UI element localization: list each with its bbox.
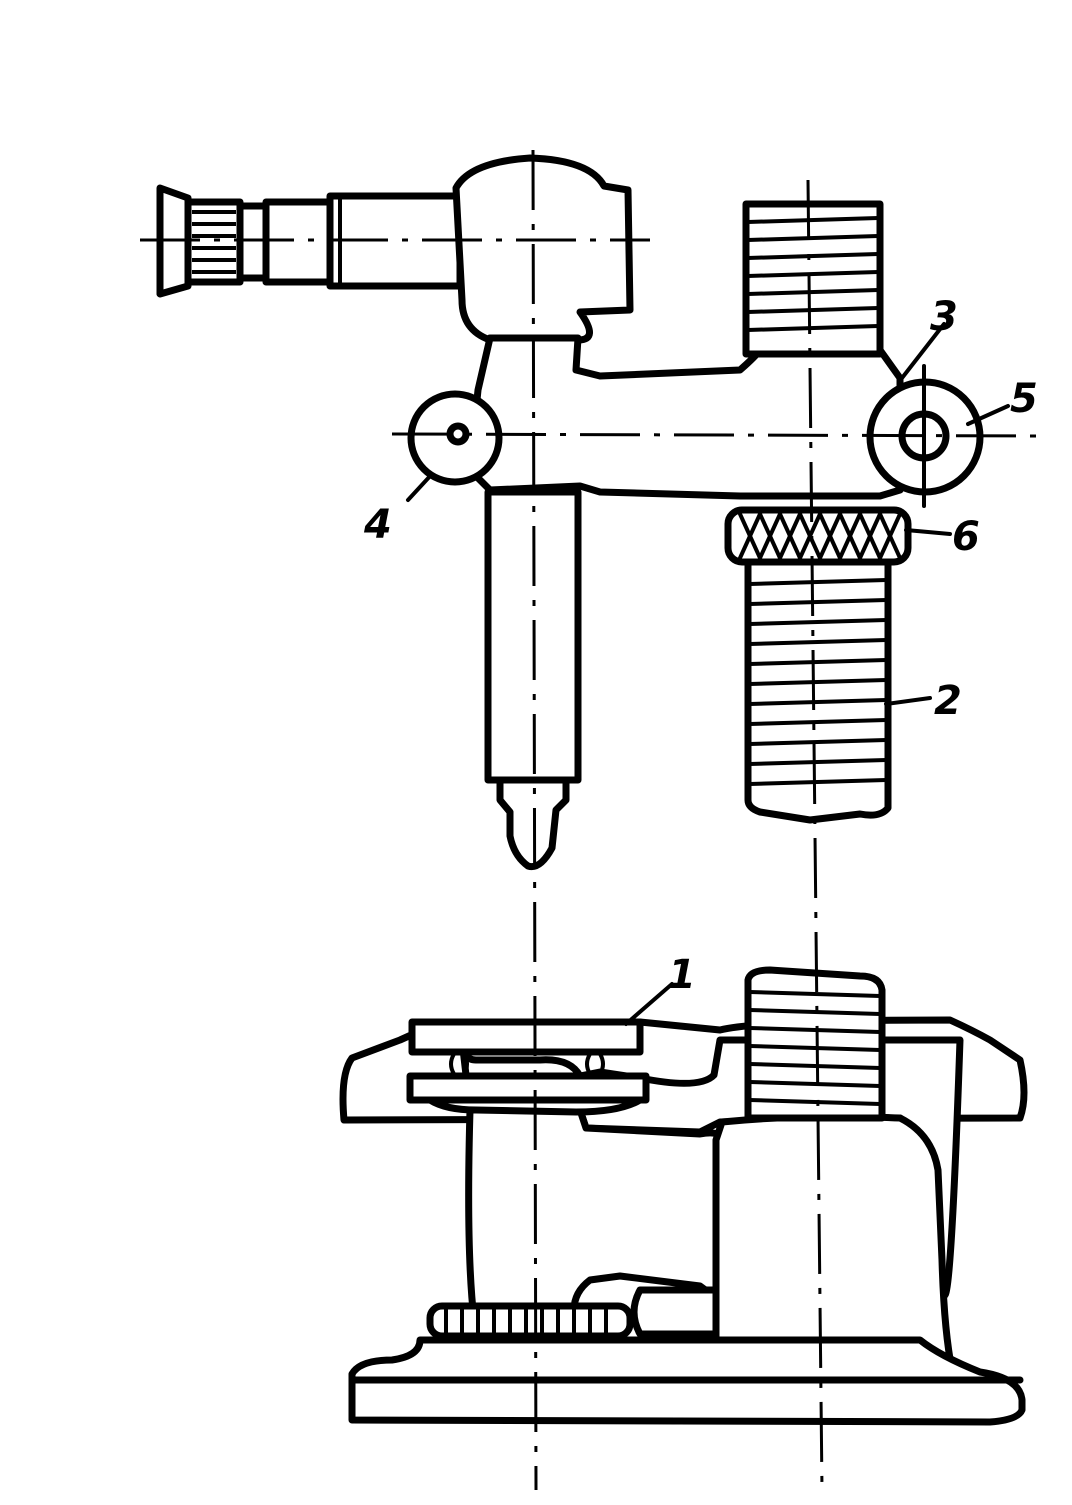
eyepiece: [156, 184, 464, 298]
center-lines: [140, 149, 1051, 1491]
knurled-nut-6: [724, 506, 912, 566]
stage-table-1: [406, 1018, 650, 1116]
label-part-3: 3: [930, 294, 958, 340]
upper-assembly: [156, 154, 984, 871]
foot-plate: [348, 1336, 1026, 1426]
lower-assembly: [339, 966, 1028, 1426]
part-labels: 1 2 3 4 5 6: [363, 294, 1038, 998]
label-part-6: 6: [952, 514, 980, 560]
label-part-5: 5: [1010, 376, 1038, 422]
column-upper: [742, 200, 884, 358]
label-part-1: 1: [668, 952, 696, 998]
column-stub: [744, 966, 886, 1122]
clamp-knob-4: [407, 390, 503, 486]
threaded-column-2: [744, 558, 892, 824]
label-part-2: 2: [934, 678, 962, 724]
leader-lines: [406, 322, 1010, 1026]
head-housing: [452, 154, 634, 344]
knurled-ring: [426, 1286, 720, 1340]
label-part-4: 4: [363, 502, 392, 548]
